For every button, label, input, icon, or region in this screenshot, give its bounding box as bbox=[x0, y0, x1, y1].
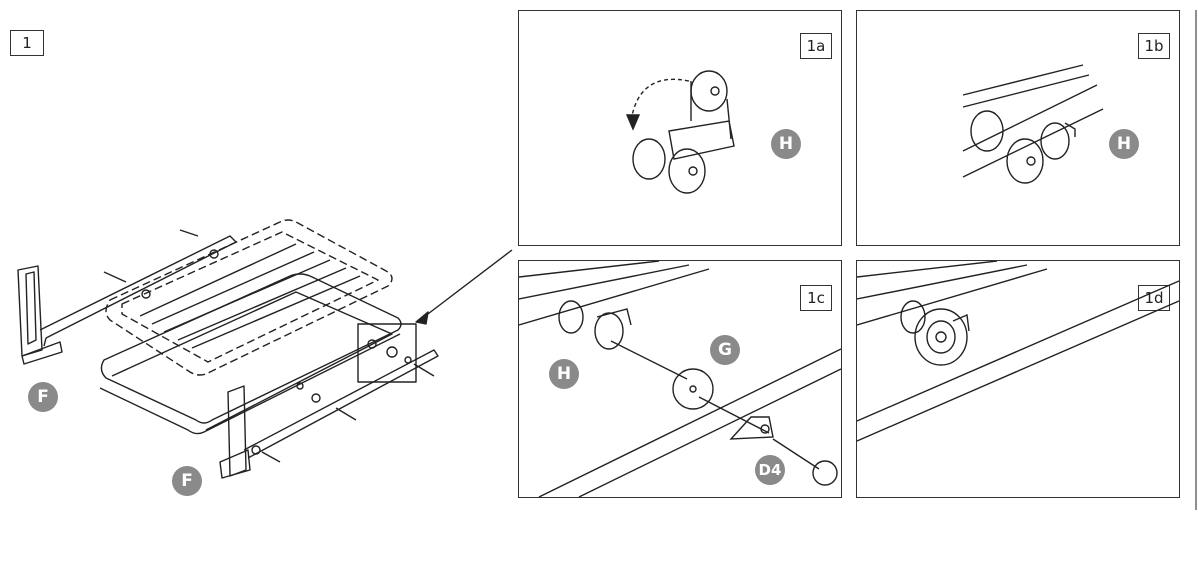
detail-panel-1a: 1a H bbox=[518, 10, 842, 246]
panel-label-1c: 1c bbox=[800, 285, 832, 311]
part-badge-g-1c: G bbox=[710, 335, 740, 365]
drawing-1d bbox=[857, 261, 1179, 442]
detail-panel-1b: 1b H bbox=[856, 10, 1180, 246]
drawing-1c bbox=[519, 261, 841, 497]
part-badge-d4-1c: D4 bbox=[755, 455, 785, 485]
main-assembly-drawing bbox=[17, 219, 513, 479]
part-badge-h-1b: H bbox=[1109, 129, 1139, 159]
part-badge-f-bottom: F bbox=[172, 466, 202, 496]
panel-label-1b: 1b bbox=[1138, 33, 1170, 59]
drawing-1a bbox=[625, 70, 735, 194]
part-badge-h-1c: H bbox=[549, 359, 579, 389]
detail-panel-1c: 1c G H D4 bbox=[518, 260, 842, 498]
detail-panel-1d: 1d bbox=[856, 260, 1180, 498]
part-badge-h-1a: H bbox=[771, 129, 801, 159]
step-label: 1 bbox=[10, 30, 44, 56]
panel-label-1a: 1a bbox=[800, 33, 832, 59]
drawing-1b bbox=[962, 64, 1104, 184]
part-badge-f-left: F bbox=[28, 382, 58, 412]
